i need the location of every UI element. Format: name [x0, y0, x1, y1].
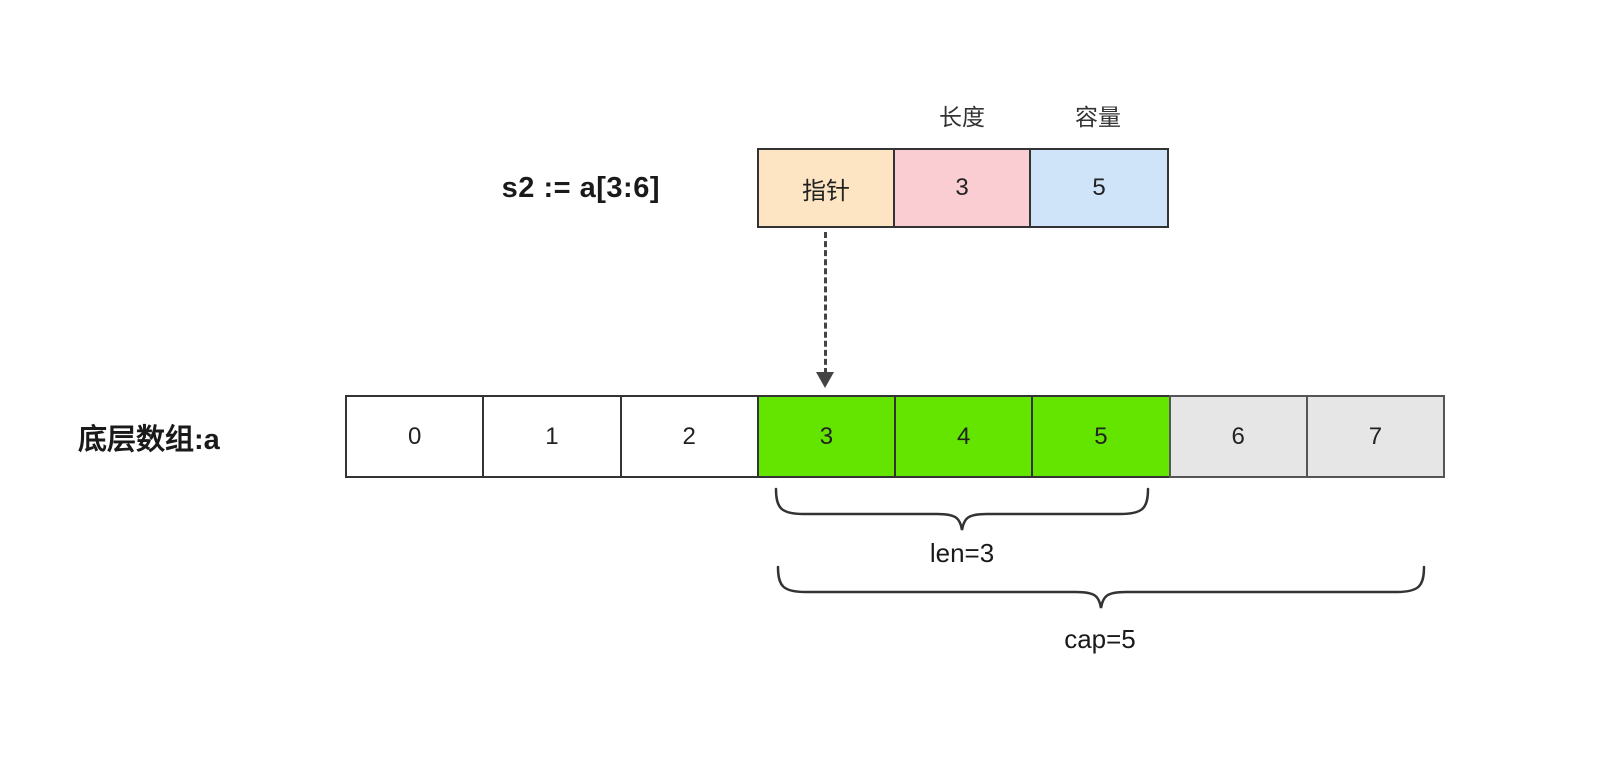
array-cell: 3 — [756, 395, 896, 478]
array-cell: 0 — [345, 395, 485, 478]
pointer-arrow-line — [824, 232, 827, 374]
pointer-arrowhead-icon — [816, 372, 834, 388]
array-cell: 6 — [1168, 395, 1308, 478]
array-cell: 1 — [482, 395, 622, 478]
array-cell: 5 — [1031, 395, 1171, 478]
slice-expression: s2 := a[3:6] — [501, 171, 660, 204]
capacity-header-label: 容量 — [1075, 104, 1121, 130]
array-cell: 7 — [1305, 395, 1445, 478]
pointer-field: 指针 — [757, 148, 895, 228]
array-cell: 4 — [894, 395, 1034, 478]
array-label: 底层数组:a — [78, 423, 220, 456]
cap-brace — [776, 565, 1426, 609]
length-header-label: 长度 — [939, 104, 985, 130]
cap-annotation: cap=5 — [1064, 624, 1136, 654]
underlying-array: 0 1 2 3 4 5 6 7 — [345, 395, 1445, 478]
array-cell: 2 — [619, 395, 759, 478]
length-field: 3 — [893, 148, 1031, 228]
capacity-field: 5 — [1029, 148, 1169, 228]
len-annotation: len=3 — [929, 538, 995, 568]
len-brace — [774, 487, 1150, 531]
